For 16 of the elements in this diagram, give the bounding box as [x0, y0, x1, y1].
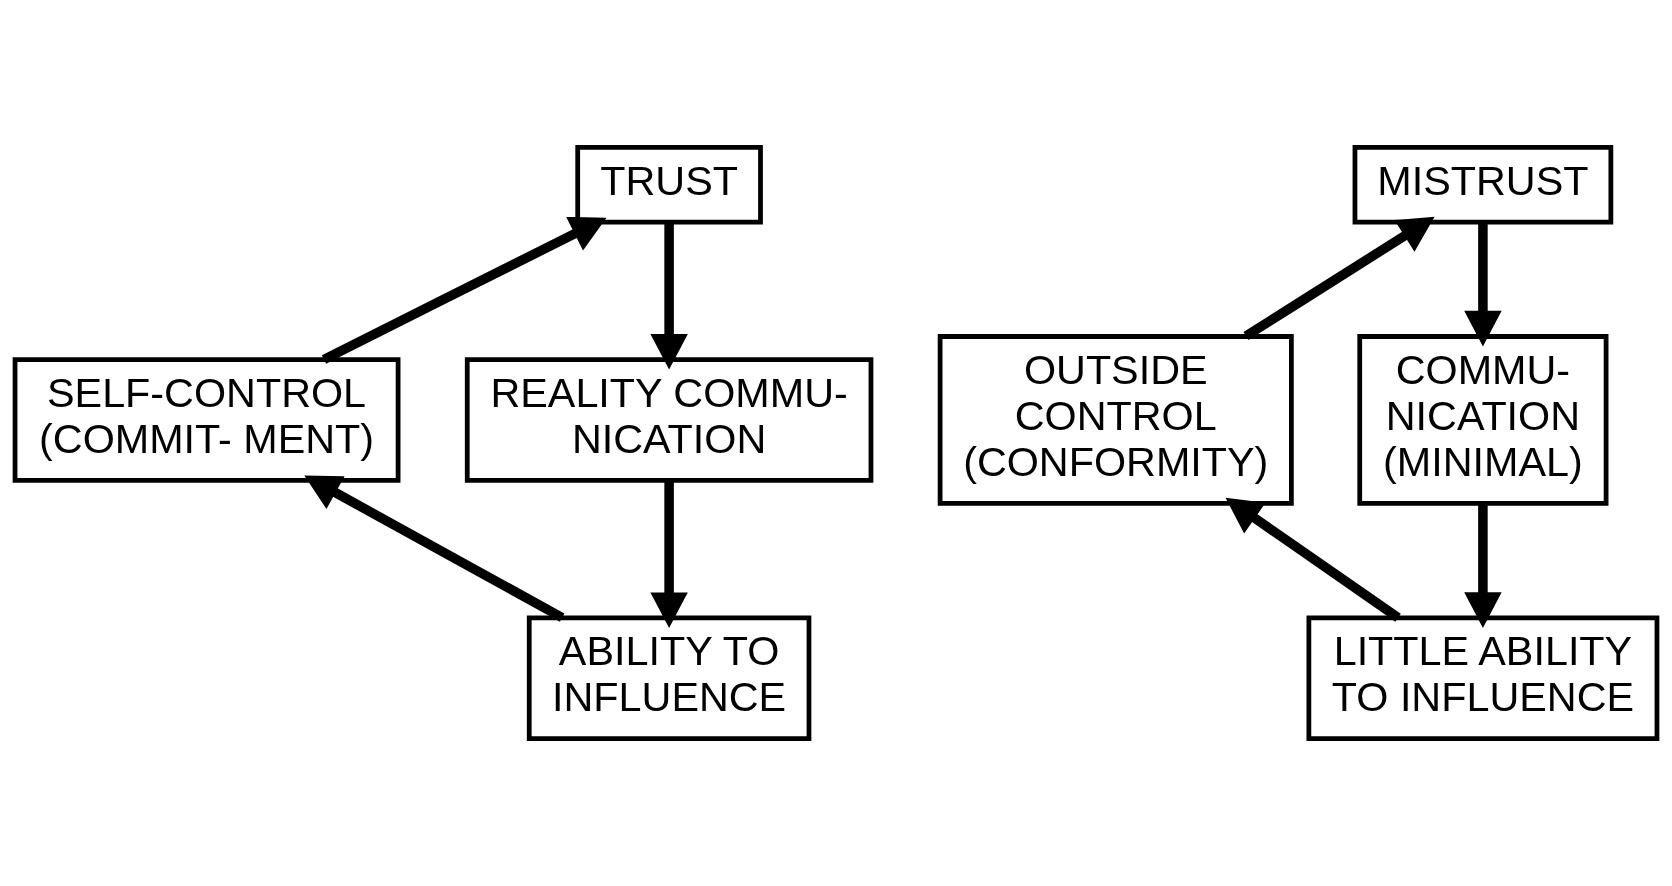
node-box: MISTRUST	[1352, 144, 1614, 225]
arrow	[1464, 222, 1502, 347]
node-box: OUTSIDE CONTROL (CONFORMITY)	[937, 334, 1294, 506]
node-box: TRUST	[575, 144, 763, 225]
arrow	[1464, 503, 1502, 628]
arrow	[1225, 497, 1401, 622]
arrow	[650, 222, 688, 370]
arrow	[1243, 216, 1435, 341]
node-box: SELF-CONTROL (COMMIT- MENT)	[12, 357, 401, 483]
node-box: COMMU- NICATION (MINIMAL)	[1357, 334, 1609, 506]
arrow	[650, 480, 688, 629]
node-box: LITTLE ABILITY TO INFLUENCE	[1306, 615, 1660, 742]
arrow	[321, 216, 607, 364]
node-box: REALITY COMMU- NICATION	[464, 357, 874, 483]
node-box: ABILITY TO INFLUENCE	[526, 615, 812, 742]
arrow	[304, 475, 565, 622]
